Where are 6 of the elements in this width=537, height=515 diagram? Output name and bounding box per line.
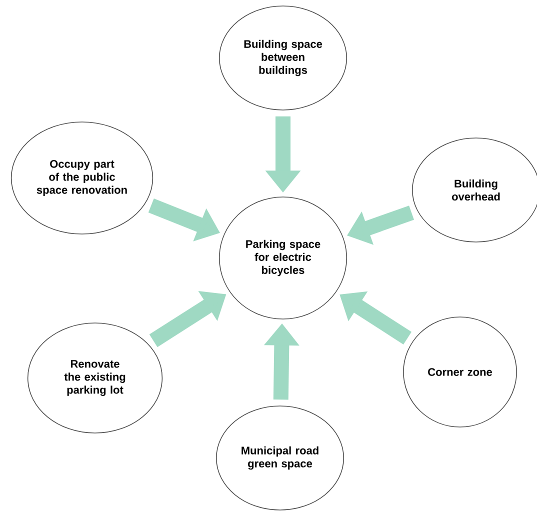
ellipse-node: Building space between buildings	[218, 6, 348, 110]
ellipse-node: Renovate the existing parking lot	[27, 322, 163, 434]
ellipse-node: Corner zone	[403, 316, 517, 428]
ellipse-node: Occupy part of the public space renovation	[10, 122, 154, 234]
ellipse-node: Municipal road green space	[216, 406, 344, 510]
ellipse-node: Parking space for electric bicycles	[218, 196, 348, 320]
